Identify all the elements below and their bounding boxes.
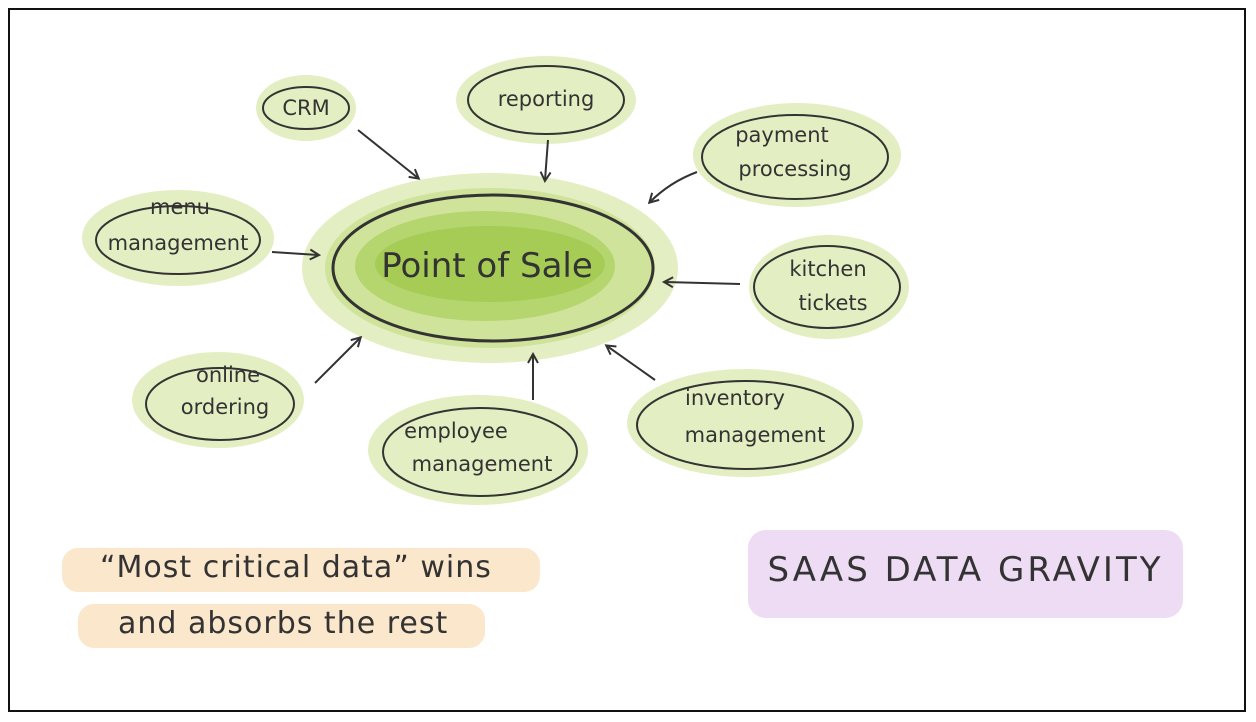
diagram-title: SAAS DATA GRAVITY: [767, 550, 1164, 590]
kitchen-label-line2: tickets: [798, 291, 867, 315]
title-highlight: [748, 530, 1183, 618]
caption-highlight-1: [62, 548, 540, 592]
arrow-kitchen: [665, 282, 741, 284]
caption-line2: and absorbs the rest: [118, 606, 449, 641]
crm-node: CRM: [256, 75, 356, 141]
arrow-reporting: [545, 139, 548, 180]
point-of-sale-node: Point of Sale: [302, 173, 678, 363]
arrow-payment: [650, 171, 698, 202]
caption-line1: “Most critical data” wins: [100, 550, 492, 585]
payment-processing-node: payment processing: [693, 103, 901, 207]
caption-highlight-2: [78, 604, 485, 648]
inventory-label-line2: management: [685, 423, 826, 447]
employee-label-line1: employee: [404, 419, 508, 443]
reporting-node: reporting: [456, 56, 636, 144]
inventory-management-node: inventory management: [627, 369, 863, 477]
online-ordering-node: online ordering: [132, 352, 304, 448]
employee-management-node: employee management: [368, 395, 588, 505]
kitchen-tickets-node: kitchen tickets: [749, 235, 909, 339]
payment-label-line1: payment: [735, 123, 829, 147]
arrow-menu: [271, 252, 318, 255]
arrow-inventory: [607, 346, 656, 381]
employee-label-line2: management: [412, 452, 553, 476]
online-label-line1: online: [196, 363, 260, 387]
reporting-label: reporting: [498, 87, 595, 111]
menu-label-line1: menu: [150, 195, 210, 219]
point-of-sale-label: Point of Sale: [381, 246, 593, 286]
payment-label-line2: processing: [738, 157, 851, 181]
crm-label: CRM: [282, 96, 329, 120]
menu-label-line2: management: [108, 231, 249, 255]
inventory-label-line1: inventory: [685, 386, 785, 410]
menu-management-node: menu management: [82, 190, 274, 286]
kitchen-label-line1: kitchen: [789, 257, 866, 281]
diagram-frame: [8, 8, 1246, 712]
arrow-online: [314, 338, 360, 384]
arrow-crm: [357, 129, 418, 178]
online-label-line2: ordering: [181, 395, 269, 419]
